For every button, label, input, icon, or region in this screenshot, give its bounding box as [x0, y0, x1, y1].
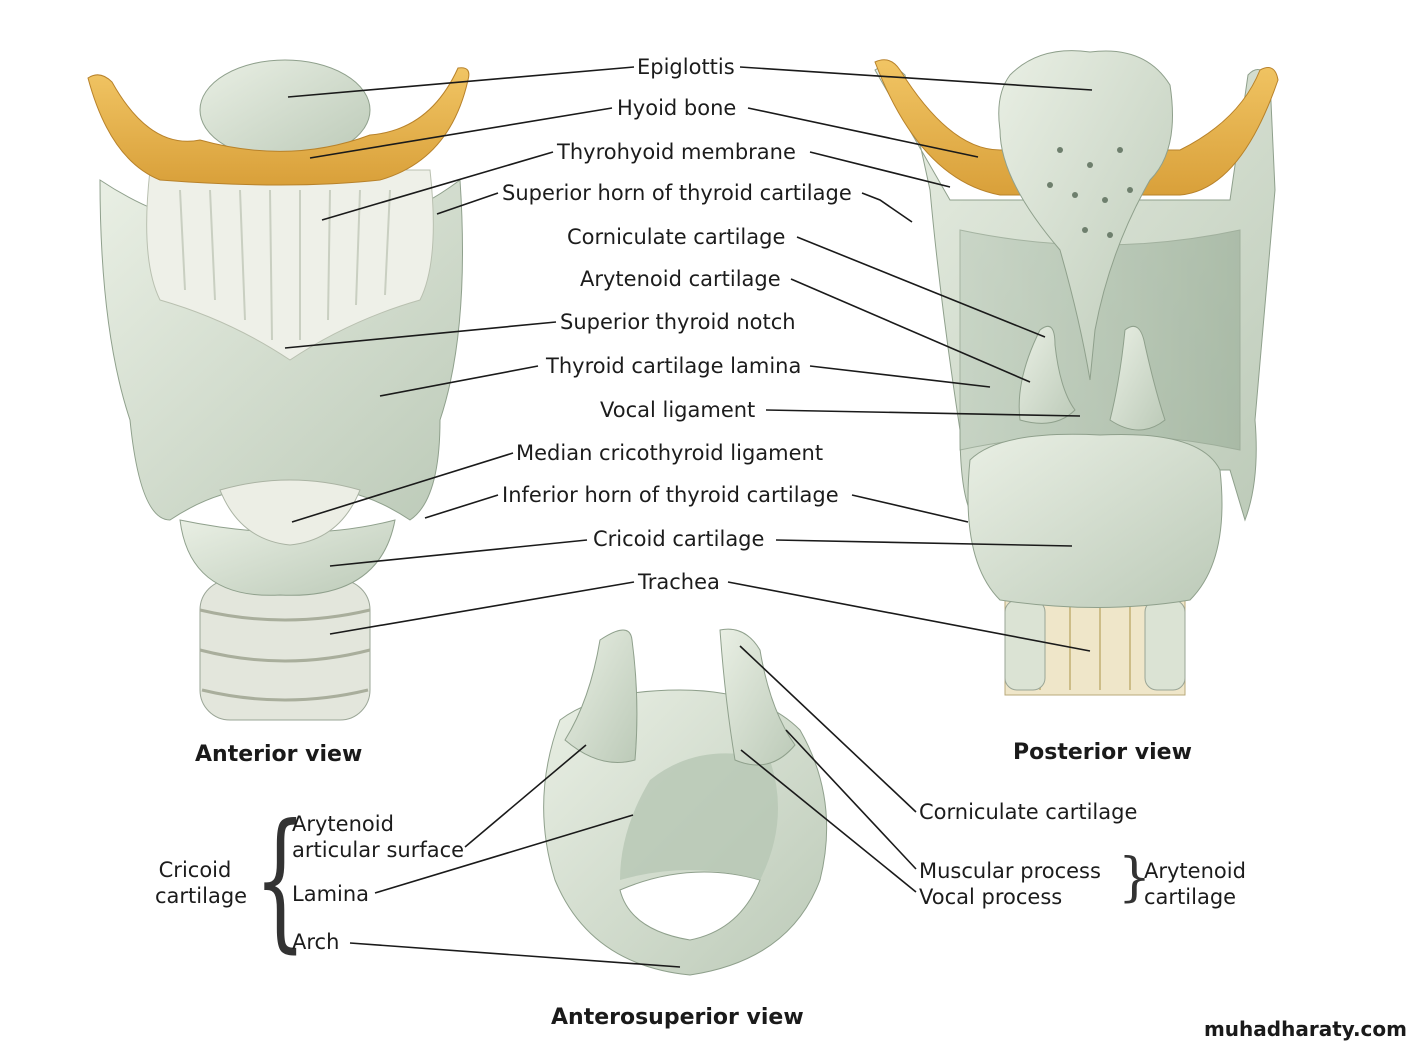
title-anterior-view: Anterior view — [195, 742, 363, 767]
label-arytenoid-articular-2: articular surface — [292, 838, 465, 862]
label-trachea: Trachea — [638, 570, 720, 594]
label-hyoid-bone: Hyoid bone — [617, 96, 737, 120]
label-arytenoid-group-1: Arytenoid — [1144, 859, 1246, 883]
cricoid-brace: { — [254, 793, 307, 967]
anterosuperior-arytenoid-right — [719, 628, 796, 766]
posterior-hyoid-bone — [874, 59, 1279, 196]
label-epiglottis: Epiglottis — [637, 55, 735, 79]
anterior-hyoid-bone — [87, 67, 470, 186]
label-median-cricothyroid-ligament: Median cricothyroid ligament — [516, 441, 824, 465]
title-posterior-view: Posterior view — [1013, 740, 1192, 765]
title-anterosuperior-view: Anterosuperior view — [551, 1005, 804, 1030]
label-thyrohyoid-membrane: Thyrohyoid membrane — [557, 140, 796, 164]
label-vocal-process: Vocal process — [919, 885, 1063, 909]
label-corniculate-cartilage-bottom: Corniculate cartilage — [919, 800, 1138, 824]
label-corniculate-cartilage-top: Corniculate cartilage — [567, 225, 786, 249]
posterior-arytenoid-left — [1018, 325, 1076, 424]
posterior-arytenoid-right — [1109, 325, 1166, 431]
label-muscular-process: Muscular process — [919, 859, 1101, 883]
label-cricoid-cartilage: Cricoid cartilage — [593, 527, 765, 551]
anterosuperior-view-drawing — [543, 628, 828, 976]
label-arytenoid-group-2: cartilage — [1144, 885, 1237, 909]
label-thyroid-cartilage-lamina: Thyroid cartilage lamina — [546, 354, 802, 378]
posterior-epiglottis — [998, 50, 1173, 381]
posterior-trachea — [1004, 589, 1186, 696]
posterior-view-drawing — [874, 50, 1279, 696]
watermark: muhadharaty.com — [1203, 1017, 1407, 1041]
label-vocal-ligament: Vocal ligament — [600, 398, 756, 422]
label-superior-horn: Superior horn of thyroid cartilage — [502, 181, 852, 205]
arytenoid-brace: } — [1118, 848, 1152, 908]
anterior-thyrohyoid-membrane — [146, 169, 434, 361]
leader-lines — [284, 66, 1093, 968]
label-arytenoid-articular-1: Arytenoid — [292, 812, 394, 836]
anterosuperior-arytenoid-left — [564, 629, 638, 763]
anterior-view-drawing — [87, 59, 470, 721]
label-superior-thyroid-notch: Superior thyroid notch — [560, 310, 796, 334]
label-lamina: Lamina — [292, 882, 370, 906]
label-inferior-horn: Inferior horn of thyroid cartilage — [502, 483, 839, 507]
label-cricoid-group-1: Cricoid — [158, 858, 232, 882]
anterior-cricothyroid-ligament — [219, 479, 361, 546]
posterior-cricoid — [967, 433, 1223, 608]
label-cricoid-group-2: cartilage — [155, 884, 248, 908]
label-arytenoid-cartilage-top: Arytenoid cartilage — [580, 267, 781, 291]
label-arch: Arch — [292, 930, 340, 954]
anterior-trachea — [199, 579, 371, 721]
